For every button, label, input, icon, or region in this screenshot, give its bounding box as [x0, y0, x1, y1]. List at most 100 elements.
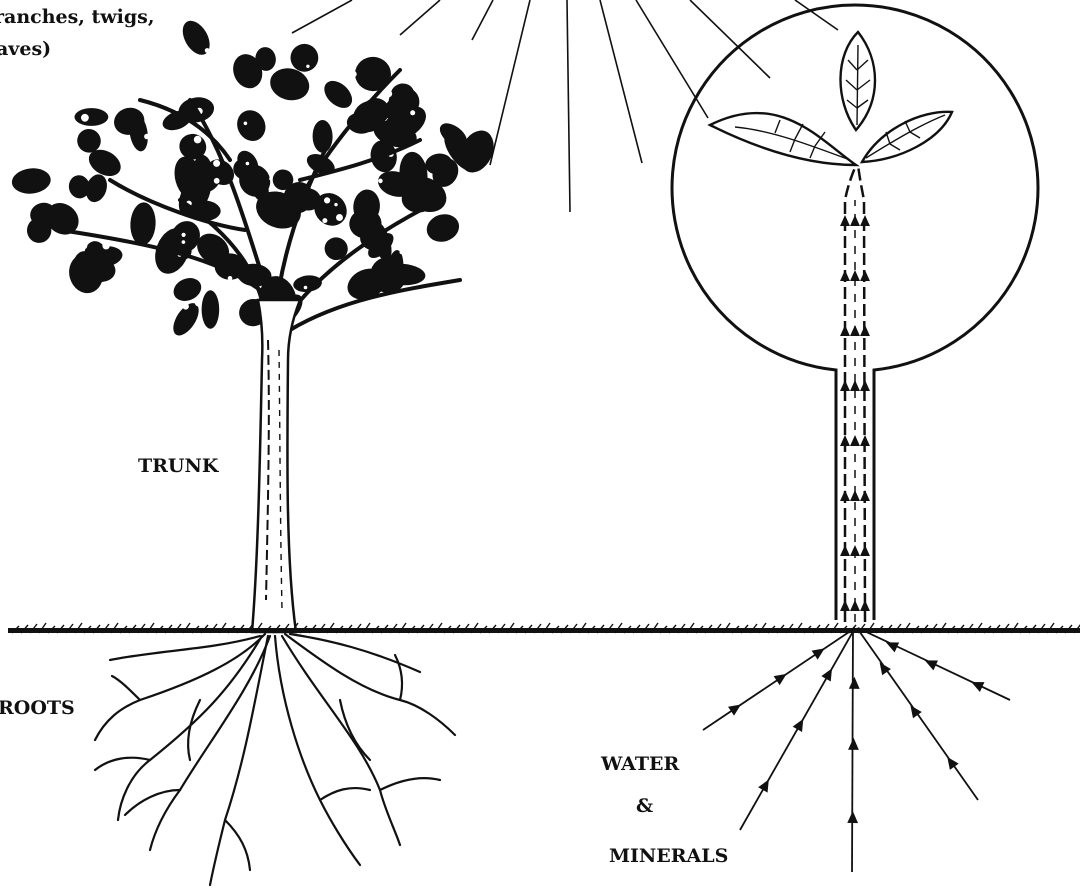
stem-arrowhead: [850, 325, 860, 336]
stem-arrowhead: [850, 435, 860, 446]
crown-label-line1: ranches, twigs,: [0, 6, 154, 28]
water-uptake-arrows: [703, 628, 1010, 872]
water-label: WATER: [601, 753, 679, 775]
crown-label-line2: aves): [0, 38, 51, 60]
stem-arrowhead: [840, 380, 850, 391]
foliage-gap: [429, 243, 432, 246]
stem-arrowhead: [860, 270, 870, 281]
foliage-gap: [269, 229, 277, 237]
roots-label: ROOTS: [0, 697, 75, 719]
foliage-gap: [324, 197, 330, 203]
foliage-gap: [334, 203, 337, 206]
foliage-gap: [195, 300, 202, 307]
stem-arrowhead: [850, 600, 860, 611]
stem-arrowhead: [840, 435, 850, 446]
foliage-gap: [182, 233, 186, 237]
foliage-clump: [319, 76, 357, 114]
foliage-gap: [303, 213, 310, 220]
foliage-gap: [324, 58, 329, 63]
foliage-gap: [269, 177, 272, 180]
stem-arrowhead: [850, 490, 860, 501]
foliage-gap: [144, 134, 150, 140]
foliage-gap: [197, 263, 205, 271]
ampersand-label: &: [636, 795, 653, 817]
foliage-gap: [244, 122, 248, 126]
stem-arrowhead: [860, 325, 870, 336]
uptake-arrowhead: [943, 754, 959, 770]
stem-arrowhead: [850, 380, 860, 391]
stem-arrowhead: [840, 325, 850, 336]
foliage-gap: [179, 267, 186, 274]
foliage-gap: [306, 65, 309, 68]
foliage-clump: [202, 290, 220, 328]
foliage-gap: [159, 86, 166, 93]
uptake-arrowheads: [728, 638, 984, 824]
uptake-arrowhead: [821, 666, 836, 682]
tree-trunk: [252, 300, 300, 632]
foliage-gap: [125, 210, 129, 214]
foliage-gap: [200, 62, 208, 70]
foliage-gap: [231, 287, 234, 290]
foliage-clump: [312, 120, 333, 153]
foliage-gap: [213, 160, 220, 167]
foliage-gap: [300, 231, 306, 237]
uptake-arrowhead: [793, 716, 808, 732]
stem-arrowhead: [850, 215, 860, 226]
foliage-gap: [74, 152, 77, 155]
tree-crown: [11, 16, 501, 340]
stem-arrowhead: [860, 215, 870, 226]
foliage-clump: [11, 166, 52, 195]
stem-arrowhead: [840, 490, 850, 501]
foliage-gap: [194, 136, 202, 144]
foliage-gap: [247, 211, 254, 218]
foliage-clump: [129, 202, 156, 246]
tree-roots: [95, 634, 455, 885]
stem-arrowhead: [840, 215, 850, 226]
foliage-gap: [143, 164, 148, 169]
foliage-clump: [232, 106, 270, 146]
foliage-gap: [328, 175, 333, 180]
foliage-gap: [328, 72, 331, 75]
minerals-label: MINERALS: [609, 845, 728, 867]
stem-arrowhead: [850, 545, 860, 556]
stem-arrowhead: [860, 545, 870, 556]
foliage-gap: [81, 114, 89, 122]
foliage-clump: [82, 172, 110, 205]
foliage-gap: [64, 131, 70, 137]
stem-arrowhead: [860, 490, 870, 501]
stem-arrowhead: [860, 435, 870, 446]
uptake-arrowhead: [848, 738, 859, 750]
foliage-gap: [214, 178, 220, 184]
foliage-gap: [228, 276, 233, 281]
uptake-arrowhead: [728, 700, 744, 716]
foliage-gap: [304, 286, 308, 290]
foliage-gap: [101, 142, 108, 149]
foliage-gap: [350, 71, 356, 77]
foliage-gap: [400, 250, 404, 254]
foliage-gap: [205, 48, 210, 53]
uptake-arrowhead: [969, 677, 984, 692]
stem-arrowhead: [840, 270, 850, 281]
foliage-gap: [183, 303, 189, 309]
foliage-gap: [357, 52, 364, 59]
foliage-gap: [378, 179, 383, 184]
foliage-gap: [336, 214, 343, 221]
foliage-gap: [410, 110, 415, 115]
foliage-gap: [322, 218, 327, 223]
foliage-gap: [404, 229, 411, 236]
foliage-clump: [177, 16, 215, 59]
uptake-arrowhead: [849, 677, 860, 689]
uptake-arrowhead: [758, 777, 773, 793]
stem-arrowhead: [850, 270, 860, 281]
uptake-arrowhead: [923, 656, 938, 671]
seedling-leaves: [710, 32, 952, 165]
uptake-arrowhead: [847, 811, 858, 823]
trunk-label: TRUNK: [138, 455, 218, 477]
foliage-gap: [386, 91, 393, 98]
uptake-arrowhead: [812, 644, 828, 660]
foliage-gap: [218, 290, 226, 298]
stem-arrowhead: [860, 380, 870, 391]
foliage-gap: [81, 243, 88, 250]
foliage-clump: [423, 210, 463, 246]
